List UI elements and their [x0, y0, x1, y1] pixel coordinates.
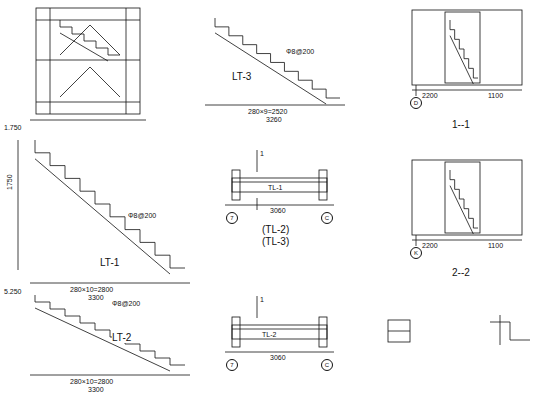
- stair-slab: [35, 308, 170, 371]
- elevation: 1.750: [4, 124, 22, 131]
- rebar-note: Φ8@200: [112, 300, 140, 307]
- stair-steps: [35, 140, 185, 268]
- section-mark: 1: [260, 296, 264, 303]
- dimension: 280×10=2800: [70, 286, 113, 293]
- rebar-note: Φ8@200: [286, 48, 314, 55]
- dimension: 3300: [88, 294, 104, 301]
- stair-name: LT-2: [112, 333, 131, 343]
- axis-bubble: D: [410, 97, 422, 109]
- stair-slab: [60, 33, 108, 61]
- axis-bubble: C: [321, 212, 333, 224]
- dimension: 3300: [88, 386, 104, 393]
- beam-name: TL-2: [262, 331, 276, 338]
- axis-bubble: C: [321, 359, 333, 371]
- stair-slab: [35, 159, 170, 274]
- stair-slab: [215, 33, 326, 104]
- stair-slab: [450, 186, 473, 234]
- rebar-note: Φ8@200: [128, 212, 156, 219]
- section-name: 1--1: [452, 120, 470, 130]
- axis-bubble: 7: [226, 212, 238, 224]
- dimension: 2200: [422, 242, 438, 249]
- axis-bubble: K: [410, 247, 422, 259]
- axis-letter: 7: [230, 362, 233, 368]
- stair-steps: [450, 20, 478, 78]
- axis-letter: D: [414, 100, 418, 106]
- stair-steps: [35, 295, 185, 365]
- beam-name: (TL-2): [262, 225, 289, 235]
- axis-bubble: 7: [226, 359, 238, 371]
- stair-steps: [60, 20, 120, 55]
- dimension: 1750: [6, 174, 13, 190]
- section-name: 2--2: [452, 268, 470, 278]
- beam-name: TL-1: [268, 184, 282, 191]
- dimension: 3060: [270, 207, 286, 214]
- stair-steps: [450, 170, 478, 228]
- stair-name: LT-1: [100, 258, 119, 268]
- dimension: 280×9=2520: [248, 108, 287, 115]
- axis-letter: 7: [230, 215, 233, 221]
- stair-slab: [450, 36, 473, 84]
- dimension: 2200: [422, 92, 438, 99]
- dimension: 1100: [488, 92, 503, 99]
- dimension: 3260: [266, 116, 282, 123]
- stair-steps: [215, 18, 340, 98]
- beam-name: (TL-3): [262, 237, 289, 247]
- axis-letter: C: [325, 362, 329, 368]
- section-mark: 1: [260, 150, 264, 157]
- dimension: 1100: [488, 242, 503, 249]
- dimension: 3060: [270, 354, 286, 361]
- axis-letter: C: [325, 215, 329, 221]
- axis-letter: K: [414, 250, 418, 256]
- elevation: 5.250: [4, 288, 22, 295]
- dimension: 280×10=2800: [70, 378, 113, 385]
- stair-name: LT-3: [232, 72, 251, 82]
